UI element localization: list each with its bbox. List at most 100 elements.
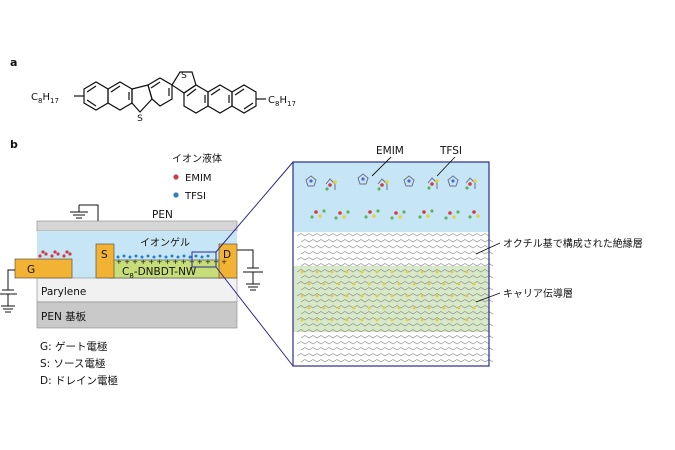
sulfur-atom	[405, 318, 409, 322]
insulating-layer-label: オクチル基で構成された絶縁層	[503, 237, 643, 250]
drain-bias-wiring	[237, 249, 263, 291]
sulfur-atom	[472, 306, 476, 310]
sulfur-atom	[330, 318, 334, 322]
pen-substrate-layer	[36, 301, 238, 329]
sulfur-atom	[442, 306, 446, 310]
pen-top-label: PEN	[152, 209, 173, 221]
sulfur-atom	[420, 294, 424, 298]
sulfur-atom	[300, 270, 304, 274]
sulfur-atom	[457, 282, 461, 286]
channel-label: C8-DNBDT-NW	[122, 266, 197, 280]
sulfur-atom	[322, 306, 326, 310]
sulfur-atom	[352, 282, 356, 286]
dnbdt-molecule	[74, 71, 266, 114]
sulfur-bottom-label: S	[137, 114, 143, 124]
sulfur-atom	[427, 282, 431, 286]
sulfur-atom	[352, 306, 356, 310]
sulfur-atom	[412, 306, 416, 310]
sulfur-atom	[435, 294, 439, 298]
alkyl-chain-left: C8H17	[31, 92, 59, 105]
sulfur-atom	[472, 282, 476, 286]
sulfur-atom	[315, 294, 319, 298]
sulfur-atom	[390, 318, 394, 322]
sulfur-atom	[442, 282, 446, 286]
sulfur-atom	[330, 294, 334, 298]
induced-charge-row: + + + + + + + + + + + + + +	[116, 258, 227, 266]
sulfur-atom	[360, 318, 364, 322]
parylene-layer	[36, 277, 238, 303]
zoom-connector-bottom	[215, 266, 294, 367]
tfsi-legend-label: TFSI	[184, 191, 206, 202]
sulfur-atom	[405, 294, 409, 298]
source-label: S	[101, 249, 108, 261]
substrate-label: PEN 基板	[41, 310, 87, 323]
sulfur-atom	[315, 270, 319, 274]
sulfur-atom	[300, 318, 304, 322]
legend-source: S: ソース電極	[40, 357, 106, 370]
sulfur-atom	[315, 318, 319, 322]
sulfur-atom	[300, 294, 304, 298]
panel-a-label: a	[10, 56, 17, 69]
tfsi-pointer	[436, 156, 456, 177]
legend-drain: D: ドレイン電極	[40, 374, 118, 387]
emim-legend-label: EMIM	[185, 173, 212, 184]
sulfur-atom	[397, 282, 401, 286]
sulfur-atom	[450, 294, 454, 298]
ion-molecules-row-1	[305, 173, 476, 190]
sulfur-atom	[337, 282, 341, 286]
tfsi-legend-dot	[173, 192, 179, 198]
parylene-label: Parylene	[41, 286, 86, 298]
gate-electrode	[14, 258, 73, 279]
sulfur-atom	[375, 294, 379, 298]
gate-bias-wiring	[0, 269, 17, 313]
sulfur-atom	[435, 318, 439, 322]
sulfur-atom	[337, 306, 341, 310]
zoom-source-box	[191, 251, 217, 268]
sulfur-atom	[457, 306, 461, 310]
sulfur-atom	[345, 270, 349, 274]
zoom-emim-label: EMIM	[376, 145, 404, 157]
carrier-layer-pointer	[475, 292, 501, 303]
sulfur-atom	[360, 270, 364, 274]
insulating-layer-pointer	[475, 242, 501, 255]
ionic-liquid-title: イオン液体	[172, 152, 222, 165]
sulfur-atom	[322, 282, 326, 286]
sulfur-atom	[397, 306, 401, 310]
zoom-frame	[292, 161, 490, 367]
sulfur-top-label: S	[181, 71, 187, 81]
sulfur-atom	[382, 282, 386, 286]
zoom-tfsi-label: TFSI	[439, 145, 462, 157]
zoom-carrier-region	[293, 266, 489, 332]
alkyl-chain-right: C8H17	[268, 95, 296, 108]
ion-atoms-row-1	[309, 177, 477, 191]
ion-atoms-row-2	[310, 209, 480, 220]
sulfur-atom	[367, 282, 371, 286]
sulfur-atom	[465, 270, 469, 274]
sulfur-atom	[330, 270, 334, 274]
sulfur-atom	[390, 294, 394, 298]
device-cross-section	[14, 220, 238, 329]
sulfur-atom	[390, 270, 394, 274]
emim-ions-near-gate	[38, 250, 72, 258]
ion-gel-label: イオンゲル	[140, 237, 190, 249]
pen-top-layer	[36, 220, 238, 232]
emim-pointer	[371, 156, 392, 177]
sulfur-atom	[345, 294, 349, 298]
sulfur-atom	[375, 318, 379, 322]
sulfur-atom	[465, 318, 469, 322]
sulfur-atom	[345, 318, 349, 322]
sulfur-atom	[307, 282, 311, 286]
sulfur-atom	[307, 306, 311, 310]
panel-b-label: b	[10, 138, 18, 151]
zoom-ion-gel-region	[293, 162, 489, 232]
source-electrode	[95, 243, 115, 279]
sulfur-atom	[360, 294, 364, 298]
sulfur-atom	[450, 270, 454, 274]
carrier-layer-label: キャリア伝導層	[503, 287, 573, 300]
tfsi-ions-near-channel	[116, 254, 210, 259]
molecular-packing-lattice	[296, 233, 494, 363]
sulfur-atom	[405, 270, 409, 274]
sulfur-atom	[465, 294, 469, 298]
sulfur-atom	[382, 306, 386, 310]
